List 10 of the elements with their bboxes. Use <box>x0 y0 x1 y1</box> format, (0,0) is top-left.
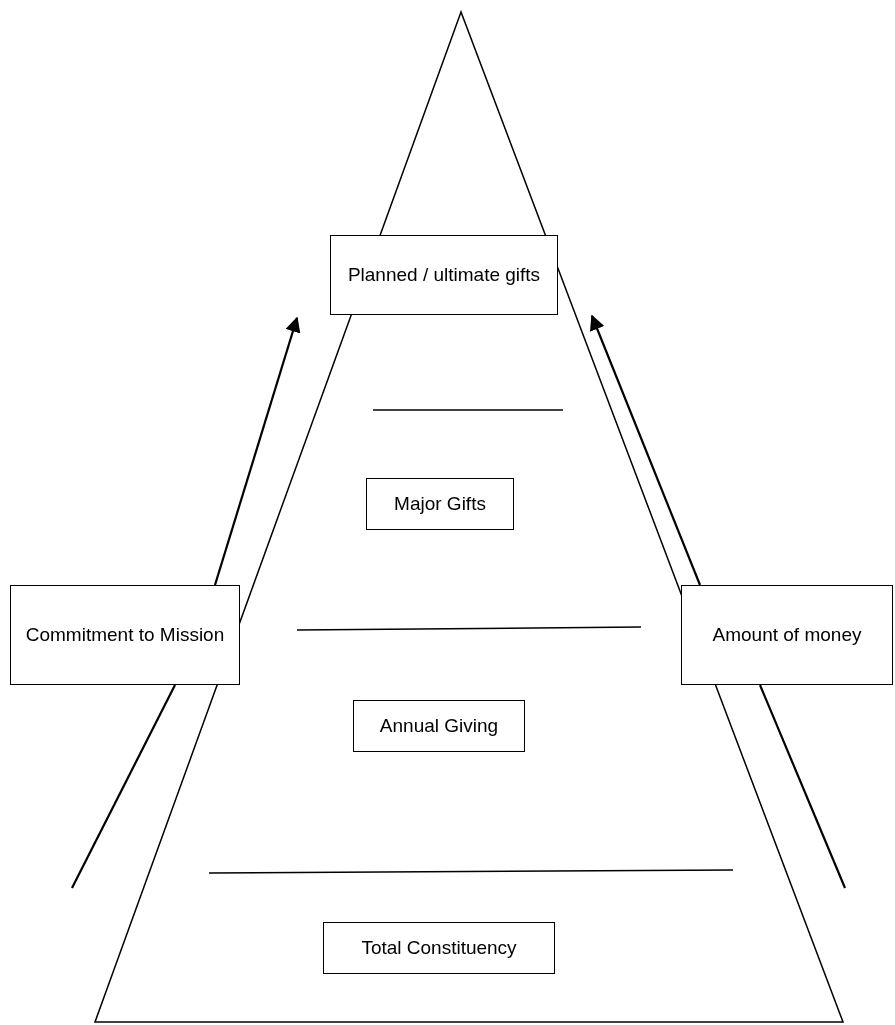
label-box: Total Constituency <box>323 922 555 974</box>
label-box: Annual Giving <box>353 700 525 752</box>
label-box: Commitment to Mission <box>10 585 240 685</box>
connector-line <box>71 684 176 889</box>
label-box: Planned / ultimate gifts <box>330 235 558 315</box>
label-box: Major Gifts <box>366 478 514 530</box>
arrow <box>590 314 702 586</box>
arrow <box>213 316 301 586</box>
label-box: Amount of money <box>681 585 893 685</box>
connector-line <box>759 684 846 889</box>
